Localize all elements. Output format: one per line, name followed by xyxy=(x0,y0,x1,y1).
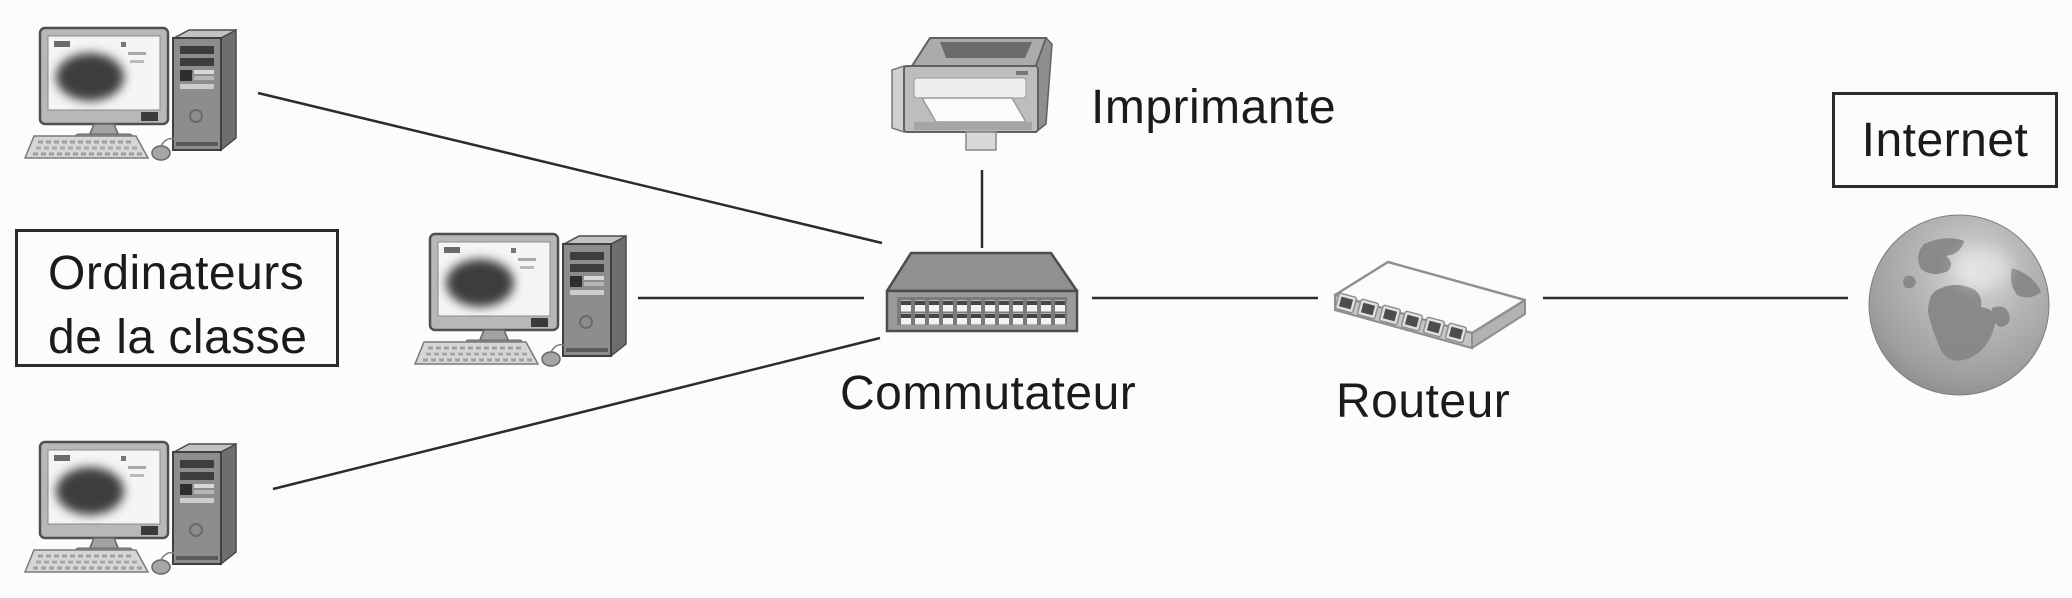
router xyxy=(1330,258,1530,350)
computers-group-label-line1: Ordinateurs xyxy=(48,247,305,300)
switch-label: Commutateur xyxy=(840,367,1137,420)
network-switch xyxy=(884,250,1080,334)
connection-computer3-switch xyxy=(272,336,881,491)
router-icon xyxy=(1330,258,1530,350)
internet-label-box: Internet xyxy=(1832,92,2058,188)
internet-globe xyxy=(1866,212,2052,398)
printer-icon xyxy=(884,28,1066,170)
computers-group-label-line2: de la classe xyxy=(48,311,308,364)
desktop-computer-icon xyxy=(414,228,636,368)
desktop-computer-icon xyxy=(24,22,246,162)
printer xyxy=(884,28,1066,170)
internet-label: Internet xyxy=(1861,113,2029,167)
globe-icon xyxy=(1866,212,2052,398)
classroom-computer-1 xyxy=(24,22,246,162)
router-label: Routeur xyxy=(1336,375,1511,428)
network-switch-icon xyxy=(884,250,1080,334)
classroom-computer-2 xyxy=(414,228,636,368)
classroom-computer-3 xyxy=(24,436,246,576)
desktop-computer-icon xyxy=(24,436,246,576)
computers-group-label-box: Ordinateurs de la classe xyxy=(15,229,339,367)
connection-computer1-switch xyxy=(257,91,883,245)
printer-label: Imprimante xyxy=(1091,81,1337,134)
